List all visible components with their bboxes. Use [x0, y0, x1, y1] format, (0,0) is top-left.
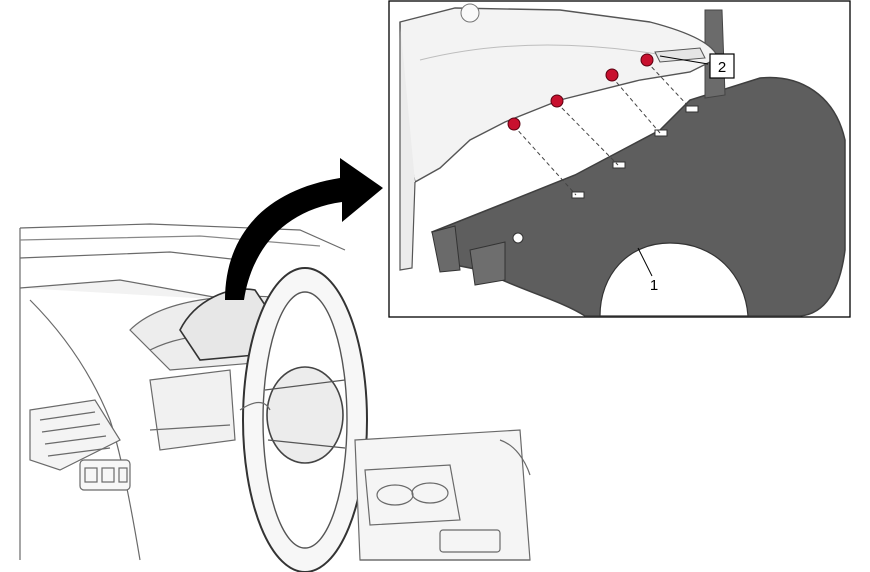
callout-2-box	[709, 53, 735, 79]
interior-view	[19, 223, 531, 572]
detail-inset: 2 1	[399, 3, 846, 317]
callout-1-label: 1	[650, 277, 658, 294]
fastener-icon	[507, 53, 654, 131]
curved-arrow-icon	[225, 158, 383, 300]
callout-2-label: 2	[718, 59, 726, 76]
